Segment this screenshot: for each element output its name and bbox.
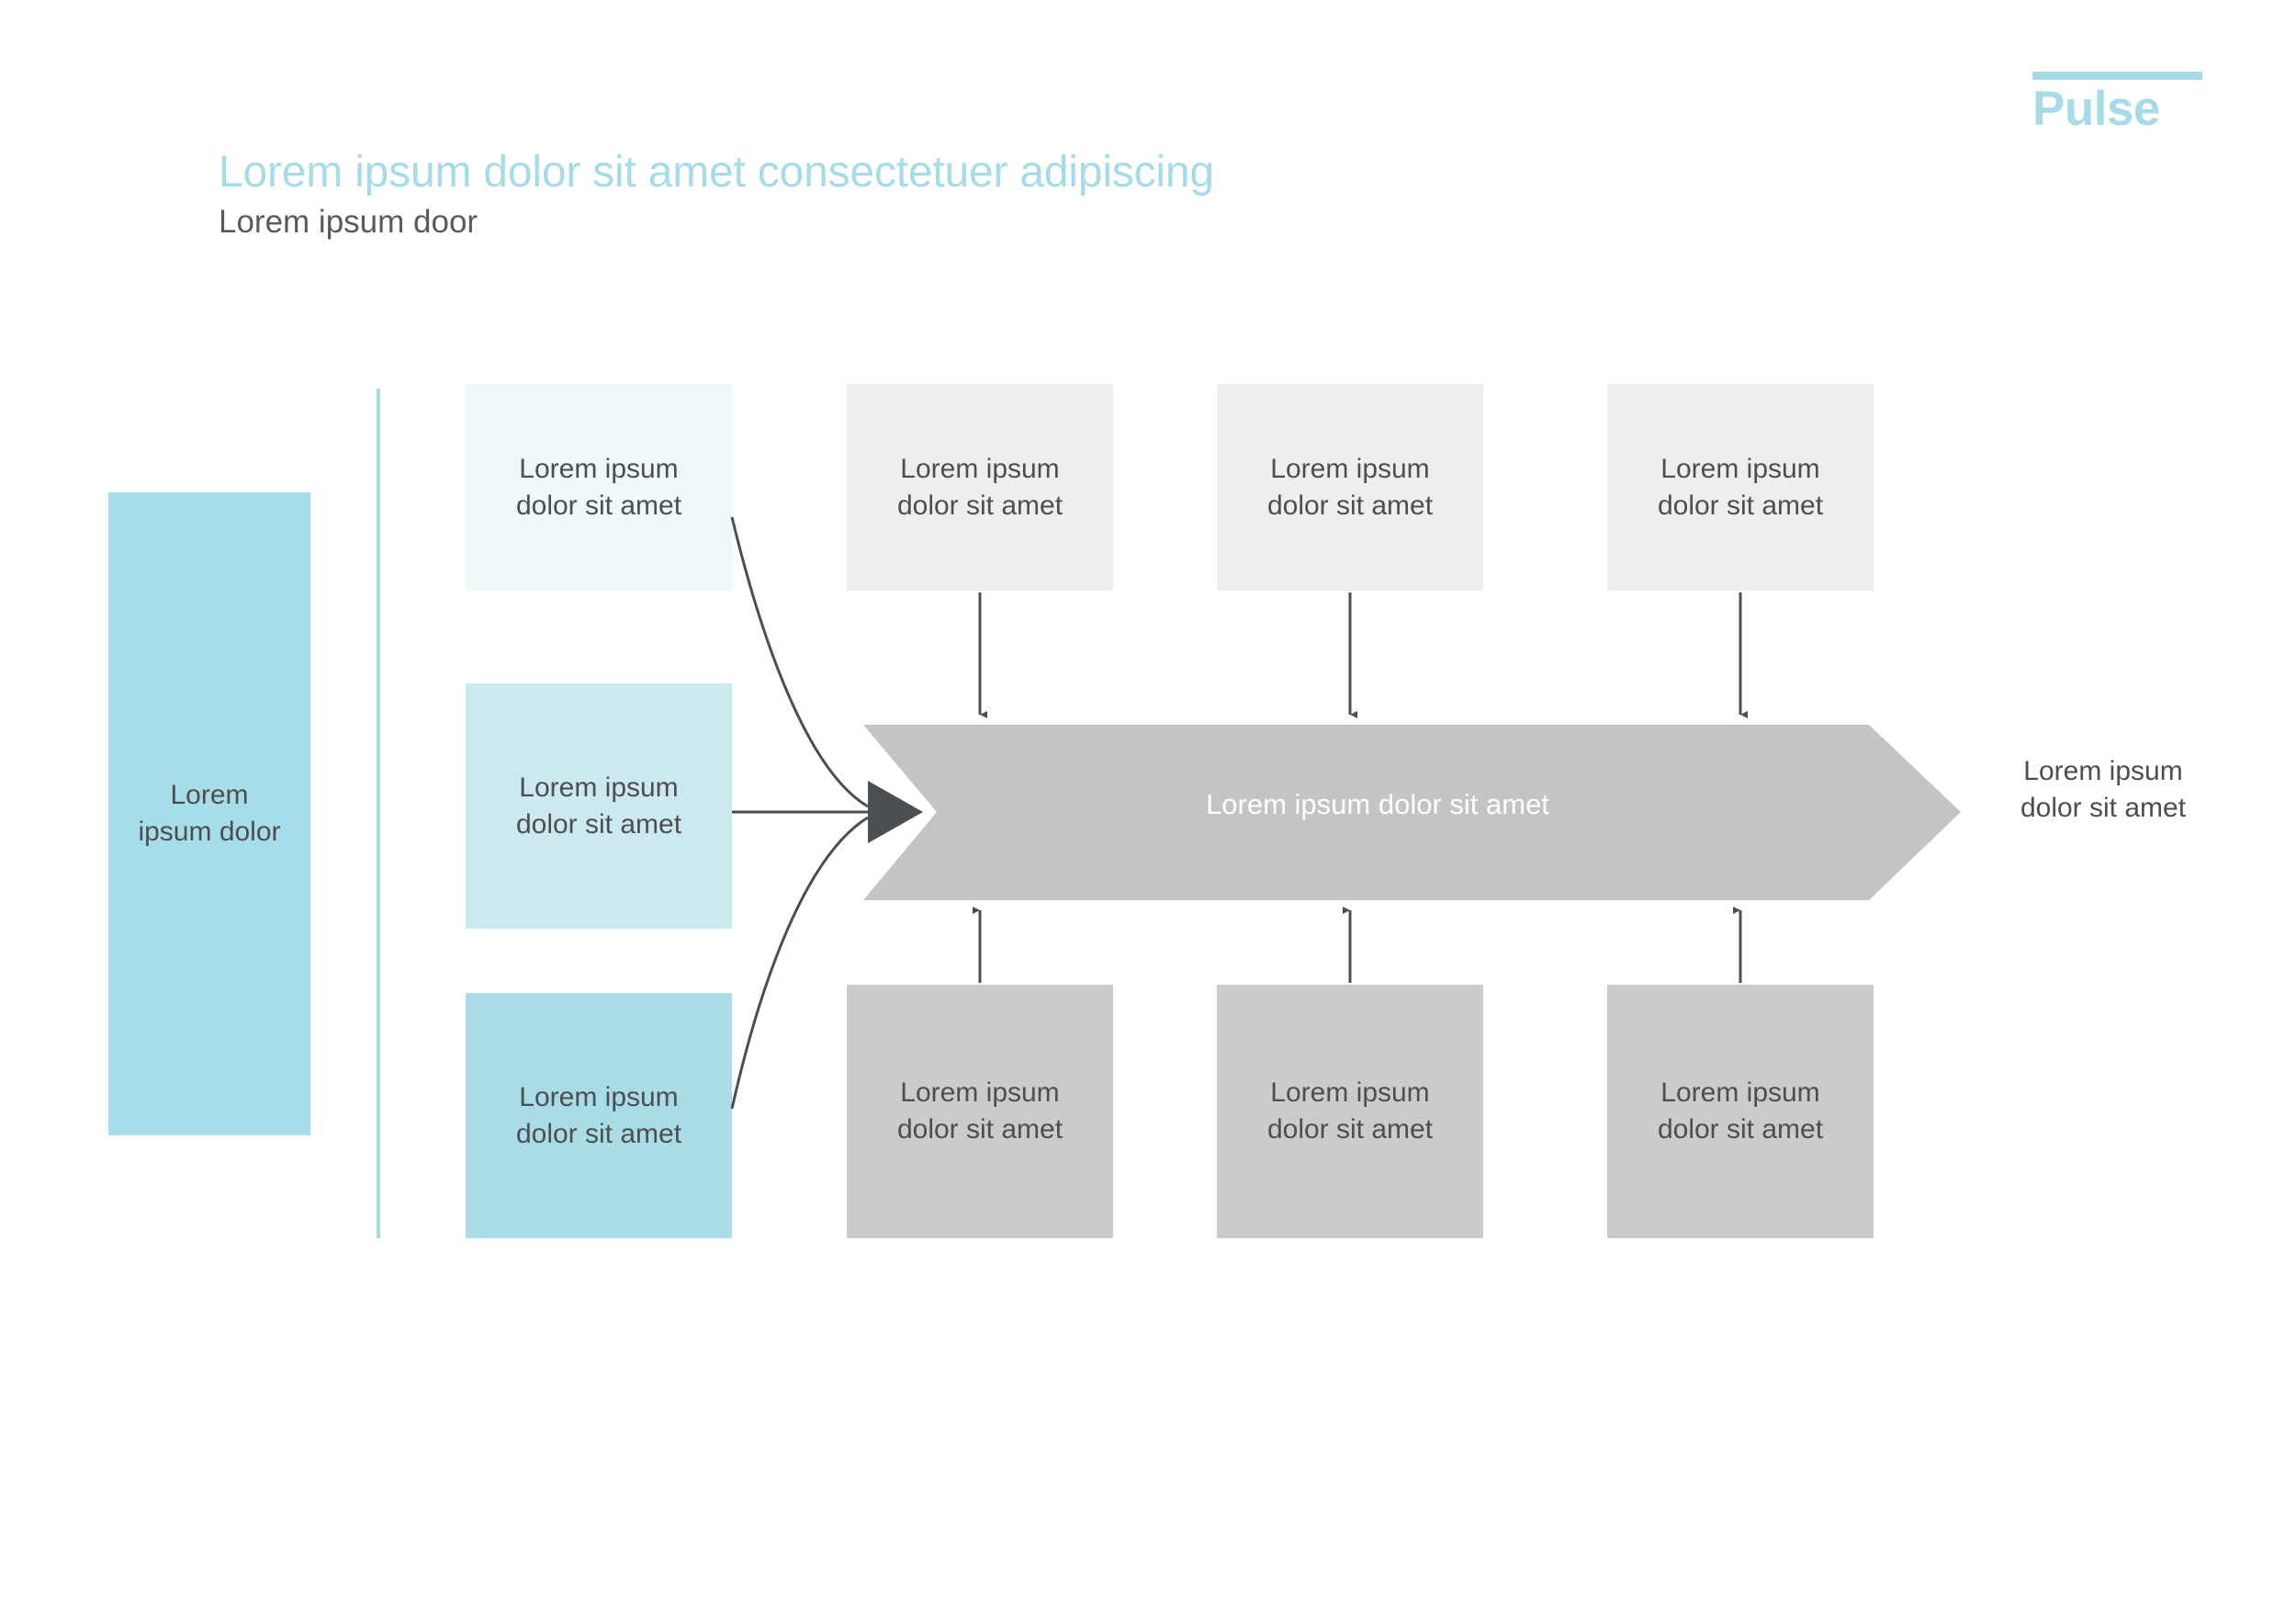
top-box-3-line2: dolor sit amet — [1657, 490, 1824, 521]
top-box-1[interactable]: Lorem ipsum dolor sit amet — [847, 384, 1113, 591]
stage-box-1-line2: dolor sit amet — [515, 490, 682, 521]
input-box[interactable]: Lorem ipsum dolor — [108, 492, 310, 1135]
top-box-1-line2: dolor sit amet — [896, 490, 1064, 521]
top-box-2-line2: dolor sit amet — [1266, 490, 1434, 521]
bottom-box-2-line1: Lorem ipsum — [1270, 1077, 1430, 1109]
page-subtitle: Lorem ipsum door — [219, 204, 478, 240]
input-box-line2: ipsum dolor — [138, 817, 281, 847]
output-label: Lorem ipsum dolor sit amet — [1984, 753, 2223, 826]
stage-box-3-line2: dolor sit amet — [515, 1118, 682, 1149]
output-label-line2: dolor sit amet — [2020, 792, 2187, 823]
stage-box-1[interactable]: Lorem ipsum dolor sit amet — [466, 384, 732, 591]
bottom-box-1[interactable]: Lorem ipsum dolor sit amet — [847, 985, 1113, 1238]
top-box-3-line1: Lorem ipsum — [1660, 453, 1820, 484]
bottom-box-1-line1: Lorem ipsum — [900, 1077, 1060, 1109]
page-title: Lorem ipsum dolor sit amet consectetuer … — [219, 148, 1214, 197]
logo-text: Pulse — [2032, 82, 2160, 136]
convergence-arrowhead-icon — [868, 781, 923, 843]
stage-box-1-line1: Lorem ipsum — [519, 453, 679, 484]
central-arrow-label: Lorem ipsum dolor sit amet — [1206, 788, 1549, 820]
bottom-box-3[interactable]: Lorem ipsum dolor sit amet — [1607, 985, 1874, 1238]
top-box-2-line1: Lorem ipsum — [1270, 453, 1430, 484]
stage-box-2-line2: dolor sit amet — [515, 808, 682, 840]
output-label-line1: Lorem ipsum — [2023, 756, 2183, 786]
bottom-box-3-line2: dolor sit amet — [1657, 1114, 1824, 1145]
vertical-divider — [377, 389, 380, 1238]
stage-box-3-line1: Lorem ipsum — [519, 1081, 679, 1112]
logo-bar — [2032, 72, 2202, 80]
brand-logo: Pulse — [2032, 72, 2202, 135]
stage-box-2[interactable]: Lorem ipsum dolor sit amet — [466, 683, 732, 929]
bottom-box-1-line2: dolor sit amet — [896, 1114, 1064, 1145]
stage-box-3[interactable]: Lorem ipsum dolor sit amet — [466, 993, 732, 1238]
top-box-2[interactable]: Lorem ipsum dolor sit amet — [1217, 384, 1483, 591]
input-box-line1: Lorem — [170, 780, 249, 811]
bottom-box-2-line2: dolor sit amet — [1266, 1114, 1434, 1145]
bottom-box-2[interactable]: Lorem ipsum dolor sit amet — [1217, 985, 1483, 1238]
top-box-3[interactable]: Lorem ipsum dolor sit amet — [1607, 384, 1874, 591]
stage-box-2-line1: Lorem ipsum — [519, 772, 679, 803]
top-box-1-line1: Lorem ipsum — [900, 453, 1060, 484]
bottom-box-3-line1: Lorem ipsum — [1660, 1077, 1820, 1109]
